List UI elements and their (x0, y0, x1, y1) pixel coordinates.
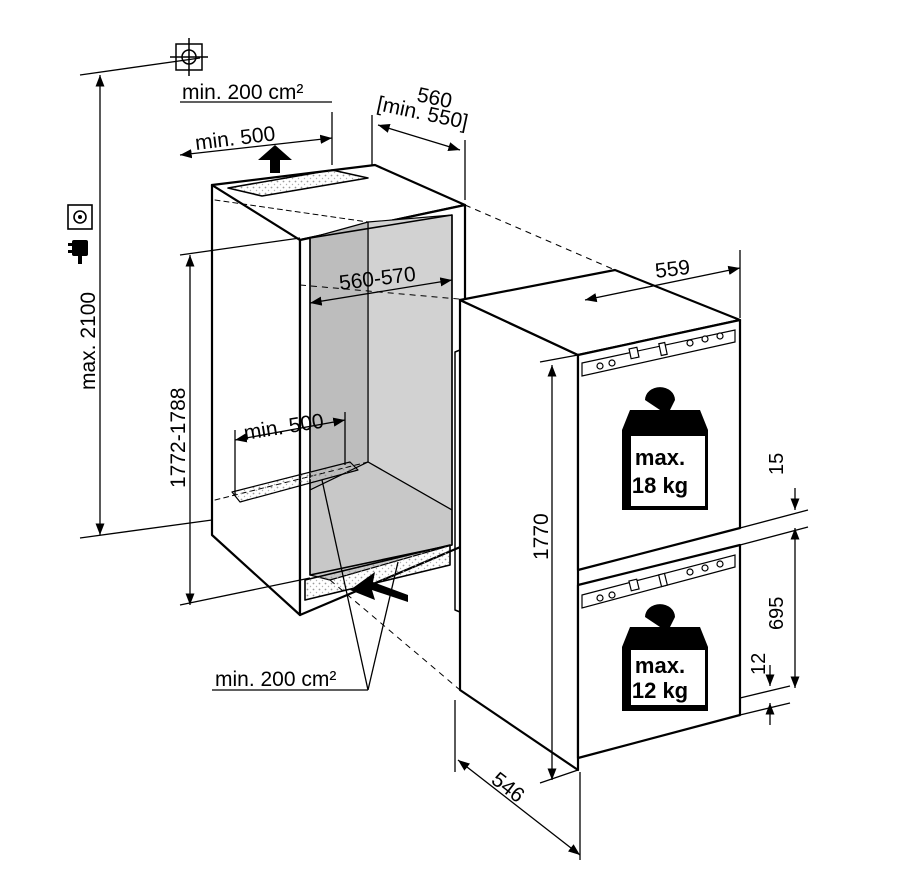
upper-weight-line2: 18 kg (632, 473, 688, 498)
lower-weight-line1: max. (635, 653, 685, 678)
upper-weight-line1: max. (635, 445, 685, 470)
label-drawer-695: 695 (766, 597, 788, 630)
power-plug-icon (68, 240, 88, 264)
label-appliance-height: 1770 (530, 513, 553, 560)
control-panel-upper (581, 329, 736, 377)
label-niche-height-max: max. 2100 (77, 292, 100, 390)
dimension-lines (79, 57, 809, 860)
label-vent-top-area: min. 200 cm² (182, 81, 303, 104)
niche-cabinet (210, 163, 467, 617)
label-gap-12: 12 (748, 653, 770, 675)
label-niche-height: 1772-1788 (167, 388, 190, 488)
ventilation-icon (170, 38, 208, 76)
label-appliance-width: 559 (654, 256, 692, 283)
power-socket-icon (67, 204, 93, 230)
weight-icon: max. 12 kg (622, 604, 708, 711)
niche-interior-left (309, 221, 369, 491)
top-vent-slot (227, 169, 369, 197)
airflow-up-arrow (258, 145, 292, 173)
weight-icon: max. 18 kg (622, 387, 708, 510)
label-appliance-depth: 546 (487, 768, 529, 808)
label-vent-bottom-area: min. 200 cm² (215, 668, 336, 691)
bottom-vent-grille (304, 544, 451, 601)
floor-vent-strip (231, 461, 359, 503)
label-gap-15: 15 (766, 453, 788, 475)
lower-weight-line2: 12 kg (632, 678, 688, 703)
airflow-in-arrow (350, 572, 408, 602)
niche-interior-back (367, 214, 453, 511)
label-vent-top-width: min. 500 (194, 122, 277, 155)
control-panel-lower (581, 554, 736, 609)
projection-lines (299, 204, 616, 691)
